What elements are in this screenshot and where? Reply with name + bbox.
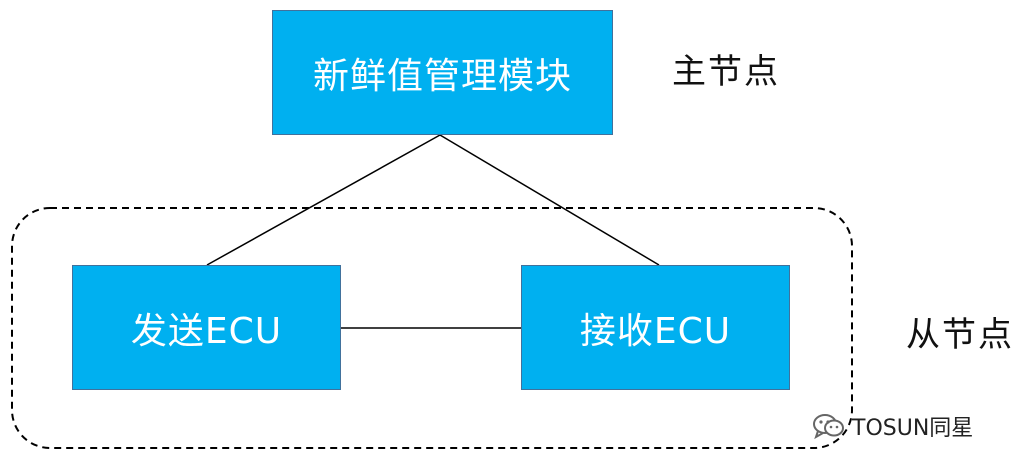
slave-group-boundary [11,207,853,449]
link-master-sender [206,134,441,266]
wechat-icon [812,412,846,440]
master-role-label: 主节点 [672,52,780,92]
link-master-receiver [439,134,660,266]
receiver-node-label: 接收ECU [579,310,732,352]
sender-node-label: 发送ECU [130,310,283,352]
master-node-box: 新鲜值管理模块 [272,10,613,135]
sender-node-box: 发送ECU [72,265,341,390]
watermark-text: TOSUN同星 [852,416,974,441]
receiver-node-box: 接收ECU [521,265,790,390]
master-node-label: 新鲜值管理模块 [312,55,572,97]
slave-role-label: 从节点 [906,315,1014,355]
watermark: TOSUN同星 [812,410,973,442]
